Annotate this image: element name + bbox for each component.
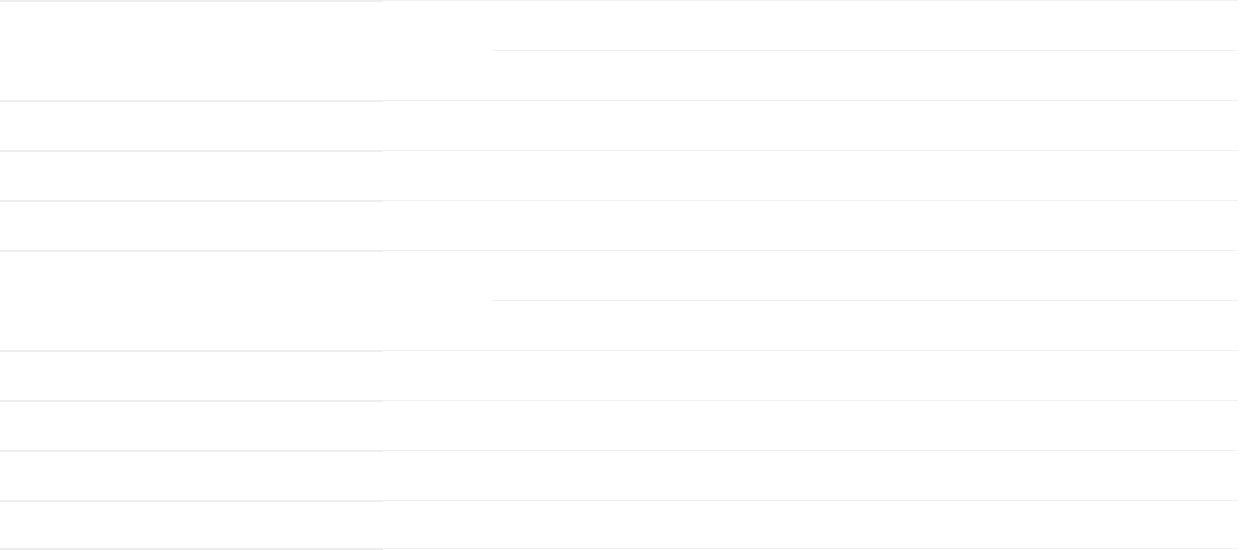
table-cell	[383, 350, 1238, 400]
table-subcell	[492, 50, 1238, 100]
table-row	[0, 450, 383, 500]
table-cell	[383, 250, 1238, 300]
table-cell	[383, 400, 1238, 450]
table-row	[0, 500, 383, 550]
table-cell	[383, 150, 1238, 200]
table-row	[0, 100, 383, 150]
table-row	[0, 0, 383, 100]
table-cell	[383, 450, 1238, 500]
table-row	[0, 150, 383, 200]
table-row	[0, 400, 383, 450]
table-cell	[383, 200, 1238, 250]
table-row	[0, 250, 383, 350]
table-label-column	[0, 0, 383, 550]
table-row	[0, 200, 383, 250]
table-cell	[383, 100, 1238, 150]
table-subcell	[492, 300, 1238, 350]
table-row	[0, 350, 383, 400]
table-cell	[383, 500, 1238, 549]
table-cell	[383, 0, 1238, 50]
table-value-column	[383, 0, 1238, 550]
